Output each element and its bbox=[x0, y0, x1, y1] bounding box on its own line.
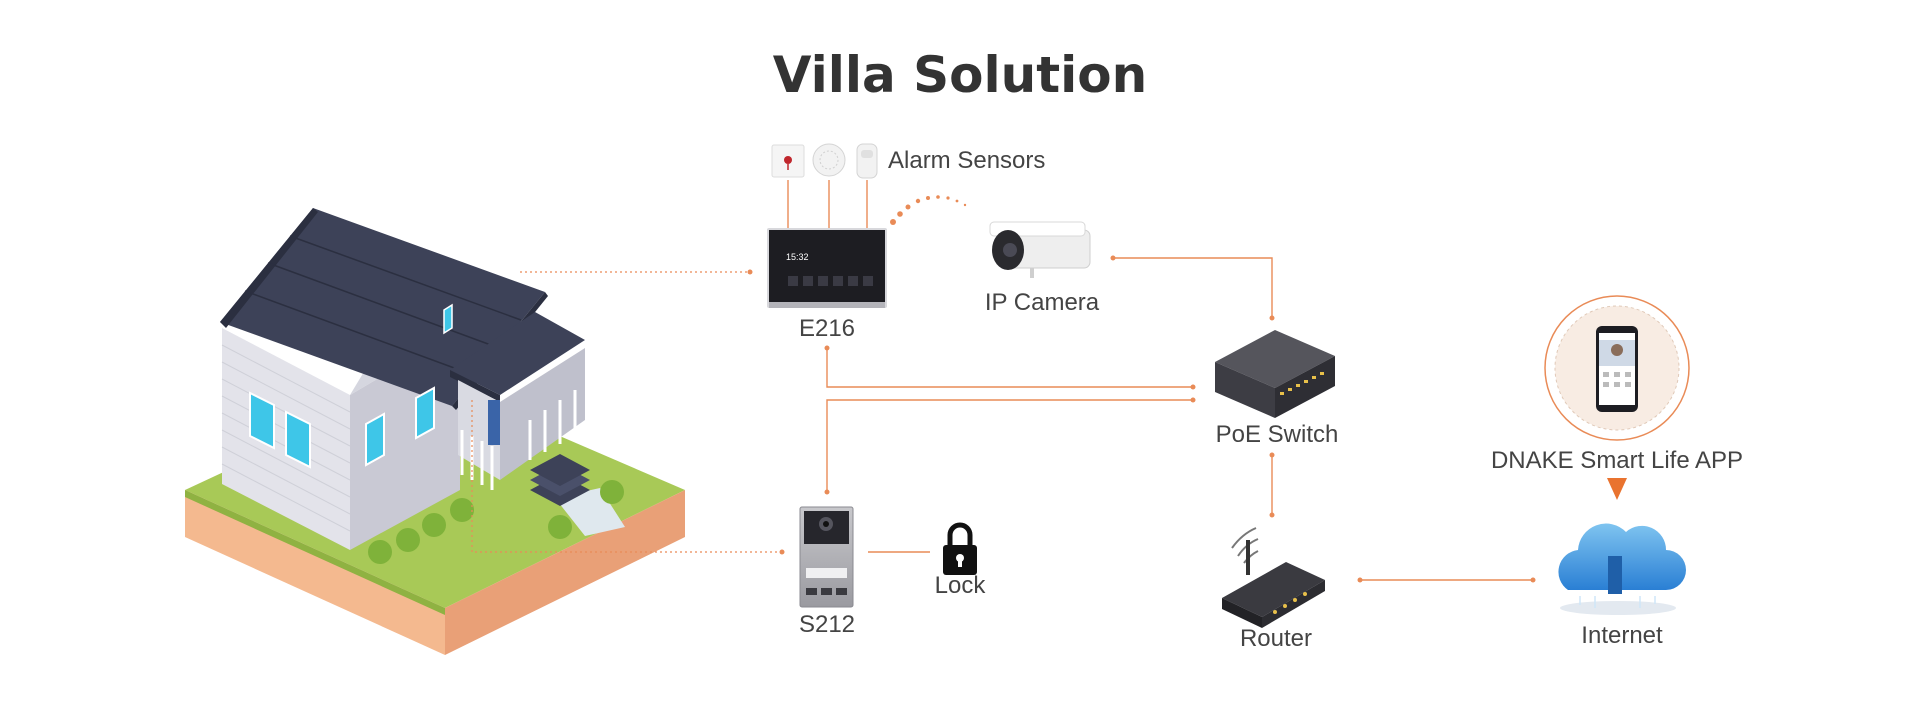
alarm-sensors-label: Alarm Sensors bbox=[888, 147, 1045, 174]
smartphone-icon bbox=[1596, 326, 1638, 412]
internet-cloud-icon: Internet bbox=[1558, 523, 1686, 649]
s212-label: S212 bbox=[799, 611, 855, 638]
router-device: Router bbox=[1222, 527, 1325, 652]
e216-label: E216 bbox=[799, 315, 855, 342]
ip-camera-label: IP Camera bbox=[985, 289, 1100, 316]
poe-switch-label: PoE Switch bbox=[1216, 421, 1339, 448]
page-title: Villa Solution bbox=[773, 46, 1147, 104]
smoke-detector-icon bbox=[812, 143, 846, 177]
smart-life-app: DNAKE Smart Life APP bbox=[1491, 295, 1743, 474]
internet-label: Internet bbox=[1581, 622, 1663, 649]
router-label: Router bbox=[1240, 625, 1312, 652]
lock-label: Lock bbox=[935, 572, 987, 599]
e216-indoor-monitor: 15:32 E216 bbox=[767, 228, 887, 342]
motion-sensor-icon bbox=[856, 143, 878, 179]
ip-camera-device: IP Camera bbox=[985, 221, 1100, 316]
s212-door-station: S212 bbox=[799, 506, 855, 638]
wireless-signal-dots bbox=[890, 195, 967, 225]
poe-switch-device: PoE Switch bbox=[1215, 330, 1338, 448]
wifi-waves-icon bbox=[1231, 527, 1259, 564]
emergency-button-icon bbox=[771, 144, 805, 178]
alarm-sensors: Alarm Sensors bbox=[771, 143, 1045, 179]
connection-lines bbox=[471, 180, 1627, 583]
lock-icon: Lock bbox=[935, 522, 987, 599]
monitor-time-readout: 15:32 bbox=[786, 252, 809, 262]
app-label: DNAKE Smart Life APP bbox=[1491, 447, 1743, 474]
villa-house-illustration bbox=[185, 208, 685, 655]
